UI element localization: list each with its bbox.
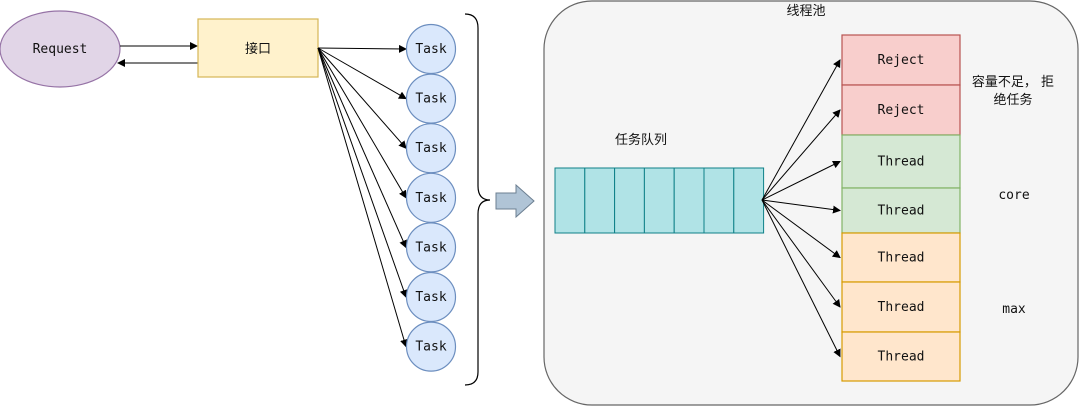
request-label: Request <box>33 42 88 57</box>
max-row-label: Thread <box>878 350 925 365</box>
queue-label: 任务队列 <box>615 132 667 148</box>
queue-cell <box>584 167 616 234</box>
queue-cell <box>614 167 645 234</box>
task-label: Task <box>415 340 446 355</box>
max-row-label: Thread <box>878 300 925 315</box>
task-node <box>405 271 457 323</box>
api-to-task-arrow <box>317 47 408 298</box>
task-label: Task <box>415 92 446 107</box>
queue-to-core-arrow <box>761 199 841 214</box>
queue-cell <box>643 167 675 234</box>
request-node <box>0 10 121 88</box>
api-label: 接口 <box>245 41 271 57</box>
max-row <box>841 331 961 382</box>
core-row <box>841 187 961 234</box>
max-row-label: Thread <box>878 251 925 266</box>
tasks-brace <box>464 13 491 386</box>
thread-pool-title: 线程池 <box>786 4 825 19</box>
task-node <box>405 222 457 273</box>
queue-cell <box>733 167 765 234</box>
queue-to-reject-arrow <box>761 109 841 201</box>
reject-row-label: Reject <box>878 53 925 68</box>
reject-row <box>841 34 961 86</box>
flow-arrow <box>495 183 535 219</box>
task-node <box>405 321 457 372</box>
queue-to-core-arrow <box>761 161 841 201</box>
queue-to-reject-arrow <box>761 59 841 201</box>
api-to-task-arrow <box>317 47 407 199</box>
task-label: Task <box>415 290 446 305</box>
queue-cell <box>554 167 586 234</box>
reject-note-line2: 绝任务 <box>993 92 1032 108</box>
api-to-task-arrow <box>317 47 408 348</box>
core-label: core <box>998 188 1029 203</box>
queue-to-max-arrow <box>761 199 841 358</box>
core-row-label: Thread <box>878 155 925 170</box>
reject-note-line1: 容量不足， 拒 <box>972 74 1054 90</box>
task-label: Task <box>415 42 446 57</box>
core-row-label: Thread <box>878 204 925 219</box>
reject-row-label: Reject <box>878 103 925 118</box>
core-row <box>841 134 961 189</box>
api-to-task-arrow <box>317 44 407 53</box>
queue-cell <box>673 167 705 234</box>
task-label: Task <box>415 240 446 255</box>
api-to-task-arrow <box>317 47 407 249</box>
queue-to-max-arrow <box>761 199 841 308</box>
task-label: Task <box>415 141 446 156</box>
max-row <box>841 232 961 283</box>
api-box <box>197 18 319 78</box>
api-to-task-arrow <box>317 47 407 149</box>
queue-to-max-arrow <box>761 199 841 259</box>
queue-cell <box>703 167 735 234</box>
task-node <box>405 123 457 174</box>
reject-row <box>841 84 961 136</box>
max-label: max <box>1002 302 1026 317</box>
api-to-task-arrow <box>317 47 407 100</box>
task-label: Task <box>415 191 446 206</box>
